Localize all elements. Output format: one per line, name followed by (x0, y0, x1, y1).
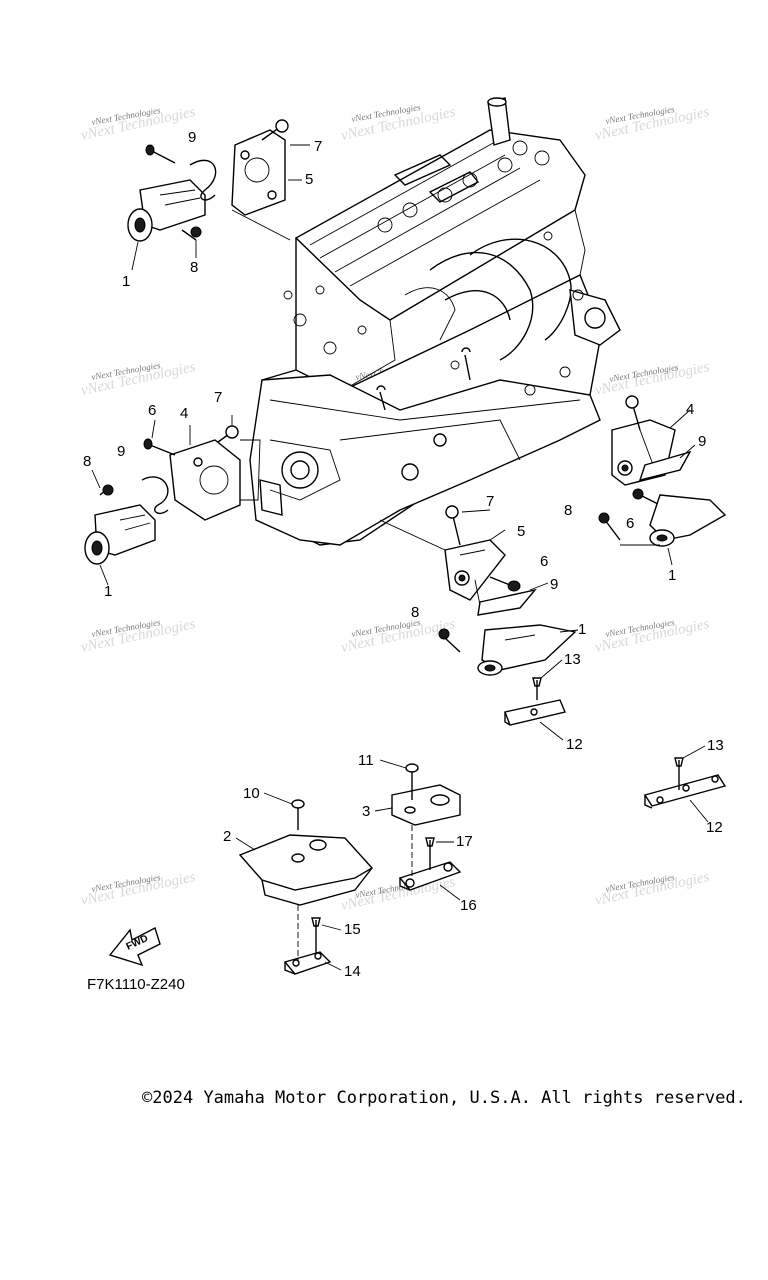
part-label: 9 (698, 433, 706, 450)
part-label: 9 (550, 576, 558, 593)
diagram-code: F7K1110-Z240 (87, 976, 185, 993)
part-label: 1 (104, 583, 112, 600)
part-label: 11 (358, 752, 374, 769)
part-label: 6 (626, 515, 634, 532)
part-label: 7 (214, 389, 222, 406)
fwd-arrow-icon: FWD (108, 926, 161, 967)
part-label: 8 (411, 604, 419, 621)
mount-plate-right (643, 757, 727, 823)
part-label: 8 (83, 453, 91, 470)
mount-group-right (598, 395, 727, 566)
mount-group-center (379, 505, 579, 676)
part-label: 15 (344, 921, 361, 938)
part-label: 1 (578, 621, 586, 638)
part-label: 4 (686, 401, 694, 418)
mount-plate-center (504, 677, 566, 741)
part-label: 7 (486, 493, 494, 510)
part-label: 5 (517, 523, 525, 540)
part-label: 16 (460, 897, 477, 914)
part-label: 9 (117, 443, 125, 460)
part-label: 10 (243, 785, 260, 802)
mount-group-mid-left (84, 415, 261, 586)
part-label: 7 (314, 138, 322, 155)
part-label: 12 (566, 736, 583, 753)
part-label: 9 (188, 129, 196, 146)
copyright-notice: ©2024 Yamaha Motor Corporation, U.S.A. A… (142, 1088, 746, 1108)
part-label: 6 (540, 553, 548, 570)
part-label: 5 (305, 171, 313, 188)
part-label: 14 (344, 963, 361, 980)
part-label: 13 (564, 651, 581, 668)
label-leaders (235, 659, 706, 971)
part-label: 8 (564, 502, 572, 519)
part-label: 4 (180, 405, 188, 422)
part-label: 3 (362, 803, 370, 820)
part-label: 1 (668, 567, 676, 584)
part-label: 8 (190, 259, 198, 276)
part-label: 12 (706, 819, 723, 836)
part-label: 6 (148, 402, 156, 419)
part-label: 2 (223, 828, 231, 845)
mount-group-top-left (127, 119, 310, 271)
part-labels: 9 7 5 8 1 6 4 7 9 8 1 4 9 6 8 1 7 5 6 9 … (83, 129, 724, 980)
part-label: 13 (707, 737, 724, 754)
engine-block (249, 97, 621, 546)
part-label: 17 (456, 833, 473, 850)
lower-parts (238, 763, 462, 975)
part-label: 1 (122, 273, 130, 290)
